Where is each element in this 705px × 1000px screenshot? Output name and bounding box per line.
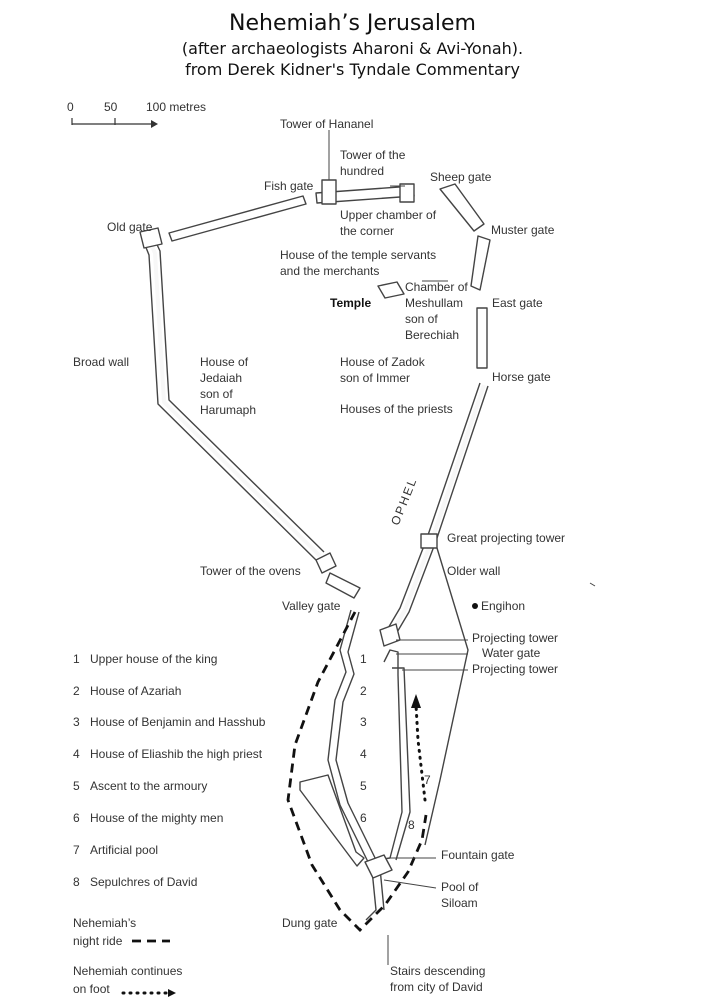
label-temple: Temple — [330, 296, 372, 310]
scale-bar — [71, 118, 158, 128]
label-great-projecting-tower: Great projecting tower — [447, 531, 566, 545]
engihon-dot — [472, 603, 478, 609]
label-older-wall: Older wall — [447, 564, 501, 578]
label-pool-siloam-2: Siloam — [441, 896, 478, 910]
label-horse-gate: Horse gate — [492, 370, 551, 384]
key-text-2: House of Azariah — [90, 684, 182, 698]
key-num-2: 2 — [73, 684, 80, 698]
legend-foot-1: Nehemiah continues — [73, 964, 183, 978]
ovens-valley-wall — [315, 552, 361, 599]
label-projecting-tower-a: Projecting tower — [472, 631, 559, 645]
label-tower-hundred-1: Tower of the — [340, 148, 406, 162]
label-muster-gate: Muster gate — [491, 223, 555, 237]
map-number-6: 6 — [360, 811, 367, 825]
label-old-gate: Old gate — [107, 220, 153, 234]
key-num-8: 8 — [73, 875, 80, 889]
tower-hananel-block — [321, 179, 337, 205]
key-text-7: Artificial pool — [90, 843, 159, 857]
label-stairs-1: Stairs descending — [390, 964, 486, 978]
older-wall-line — [424, 547, 469, 846]
label-tower-of-ovens: Tower of the ovens — [200, 564, 301, 578]
label-meshullam-2: Meshullam — [405, 296, 464, 310]
label-jedaiah-3: son of — [200, 387, 233, 401]
key-num-7: 7 — [73, 843, 80, 857]
key-text-4: House of Eliashib the high priest — [90, 747, 263, 761]
label-temple-servants-2: and the merchants — [280, 264, 380, 278]
on-foot-route — [414, 703, 427, 802]
map-number-7: 7 — [424, 773, 431, 787]
label-upper-chamber-2: the corner — [340, 224, 395, 238]
label-sheep-gate: Sheep gate — [430, 170, 492, 184]
label-projecting-tower-b: Projecting tower — [472, 662, 559, 676]
key-num-5: 5 — [73, 779, 80, 793]
key-text-6: House of the mighty men — [90, 811, 224, 825]
scale-tick-0: 0 — [67, 100, 74, 114]
label-houses-of-priests: Houses of the priests — [340, 402, 453, 416]
on-foot-legend-arrowhead — [168, 989, 176, 997]
scale-tick-50: 50 — [104, 100, 118, 114]
city-of-david-walls — [299, 609, 411, 921]
legend-foot-2: on foot — [73, 982, 110, 996]
label-meshullam-3: son of — [405, 312, 438, 326]
map-number-1: 1 — [360, 652, 367, 666]
label-zadok-2: son of Immer — [340, 371, 411, 385]
key-text-3: House of Benjamin and Hasshub — [90, 715, 266, 729]
on-foot-arrowhead — [411, 694, 421, 708]
key-num-1: 1 — [73, 652, 80, 666]
key-text-1: Upper house of the king — [90, 652, 218, 666]
key-text-5: Ascent to the armoury — [90, 779, 208, 793]
map-number-4: 4 — [360, 747, 367, 761]
label-zadok-1: House of Zadok — [340, 355, 425, 369]
map-subtitle: (after archaeologists Aharoni & Avi-Yona… — [181, 39, 524, 58]
great-tower-block — [420, 533, 438, 549]
key-num-3: 3 — [73, 715, 80, 729]
key-num-4: 4 — [73, 747, 80, 761]
east-wall — [379, 382, 489, 647]
label-stairs-2: from city of David — [390, 980, 483, 994]
map-number-8: 8 — [408, 818, 415, 832]
temple-block — [377, 280, 448, 299]
label-broad-wall: Broad wall — [73, 355, 130, 369]
map-title: Nehemiah’s Jerusalem — [229, 11, 476, 36]
label-fish-gate: Fish gate — [264, 179, 314, 193]
tower-hundred-block — [399, 183, 415, 203]
label-engihon: Engihon — [481, 599, 526, 613]
label-meshullam-4: Berechiah — [405, 328, 460, 342]
label-pool-siloam-1: Pool of — [441, 880, 479, 894]
legend-night-ride-1: Nehemiah’s — [73, 916, 137, 930]
map-source: from Derek Kidner's Tyndale Commentary — [185, 60, 520, 79]
night-ride-route — [286, 611, 428, 932]
label-jedaiah-2: Jedaiah — [200, 371, 243, 385]
title-block: Nehemiah’s Jerusalem (after archaeologis… — [0, 10, 705, 80]
northeast-wall — [439, 183, 491, 369]
legend-night-ride-2: night ride — [73, 934, 123, 948]
label-tower-hundred-2: hundred — [340, 164, 385, 178]
leader-lines — [328, 130, 596, 965]
label-temple-servants-1: House of the temple servants — [280, 248, 437, 262]
label-valley-gate: Valley gate — [282, 599, 341, 613]
label-dung-gate: Dung gate — [282, 916, 338, 930]
map-number-2: 2 — [360, 684, 367, 698]
label-east-gate: East gate — [492, 296, 543, 310]
label-fountain-gate: Fountain gate — [441, 848, 515, 862]
label-water-gate: Water gate — [482, 646, 541, 660]
label-jedaiah-1: House of — [200, 355, 249, 369]
map-number-5: 5 — [360, 779, 367, 793]
label-tower-of-hananel: Tower of Hananel — [280, 117, 374, 131]
label-jedaiah-4: Harumaph — [200, 403, 257, 417]
key-num-6: 6 — [73, 811, 80, 825]
label-meshullam-1: Chamber of — [405, 280, 468, 294]
north-wall — [168, 179, 415, 242]
label-upper-chamber-1: Upper chamber of — [340, 208, 437, 222]
map-number-3: 3 — [360, 715, 367, 729]
scale-tick-100: 100 metres — [146, 100, 207, 114]
key-text-8: Sepulchres of David — [90, 875, 198, 889]
west-wall — [139, 227, 325, 561]
